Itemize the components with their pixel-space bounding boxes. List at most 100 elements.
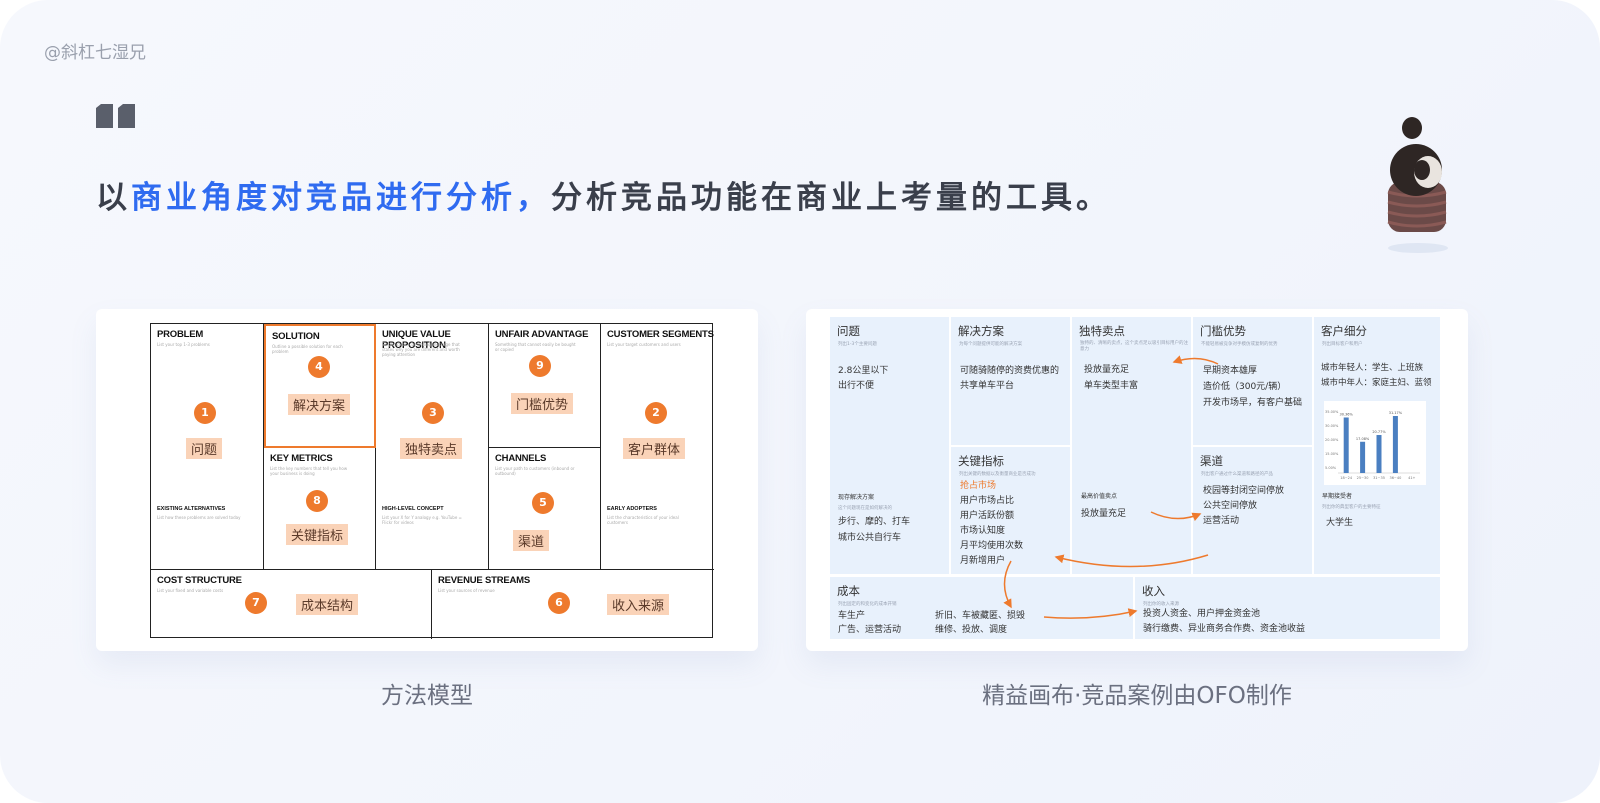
ofo-cell-solution: 解决方案 为每个问题提供可能的解决方案 可随骑随停的资费优惠的 共享单车平台 (951, 317, 1070, 445)
ofo-lean-canvas: 问题 列出1-3个主要问题 2.8公里以下 出行不便 现存解决方案 这个问题现在… (830, 317, 1440, 639)
cell-subtitle: 列出1-3个主要问题 (838, 342, 877, 347)
cell-title: KEY METRICS (270, 453, 333, 464)
cell-tag: 渠道 (513, 530, 550, 551)
ofo-cell-problem: 问题 列出1-3个主要问题 2.8公里以下 出行不便 现存解决方案 这个问题现在… (830, 317, 949, 574)
cell-title: REVENUE STREAMS (438, 575, 531, 586)
x-tick-label: 25~30 (1357, 476, 1369, 480)
cell-title: PROBLEM (157, 329, 204, 340)
cell-line: 投放量充足 (1084, 365, 1130, 375)
cell-alt-sub: 这个问题现在是如何解决的 (838, 506, 892, 511)
cell-line: 折旧、车被藏匿、损毁 (935, 611, 1026, 621)
cell-line: 出行不便 (838, 381, 875, 391)
cell-line: 投资人资金、用户押金资金池 (1143, 609, 1261, 619)
step-number: 6 (548, 592, 570, 614)
cell-line: 用户活跃份额 (960, 511, 1015, 521)
cell-solution: SOLUTION Outline a possible solution for… (264, 324, 376, 448)
cell-problem: PROBLEM List your top 1-3 problems 1 问题 … (151, 324, 264, 570)
step-number: 4 (308, 356, 330, 378)
cell-line: 开发市场早，有客户基础 (1203, 398, 1303, 408)
cell-small-title: EARLY ADOPTERS (607, 506, 657, 512)
cell-small-sub: List how these problems are solved today (157, 515, 241, 520)
bar-label: 30.36% (1340, 412, 1354, 416)
bar-label: 17.08% (1356, 437, 1370, 441)
cell-title: SOLUTION (272, 331, 320, 342)
step-number: 2 (645, 402, 667, 424)
cell-line: 市场认知度 (960, 526, 1006, 536)
step-number: 3 (422, 402, 444, 424)
cell-line: 校园等封闭空间停放 (1203, 486, 1285, 496)
cell-cost-structure: COST STRUCTURE List your fixed and varia… (151, 570, 432, 639)
cell-title: UNIQUE VALUE PROPOSITION (382, 329, 451, 351)
y-tick-label: 15.00% (1325, 452, 1339, 456)
lean-canvas-model-card: PROBLEM List your top 1-3 problems 1 问题 … (96, 309, 758, 651)
cell-line: 步行、摩的、打车 (838, 517, 911, 527)
ofo-cell-customer-segments: 客户细分 列出目标客户和用户 城市年轻人：学生、上班族 城市中年人：家庭主妇、蓝… (1314, 317, 1440, 574)
cell-title: CHANNELS (495, 453, 547, 464)
ofo-cell-unique-value: 独特卖点 独特的、清晰的卖点，这个卖点足以吸引目标用户的注意力 投放量充足 单车… (1072, 317, 1191, 574)
cell-subtitle: List your top 1-3 problems (157, 342, 210, 347)
age-bar-chart: 35.00%30.00%20.00%15.00%5.00%18~2430.36%… (1324, 401, 1426, 485)
quote-mark-icon (96, 104, 135, 128)
x-tick-label: 41+ (1408, 476, 1415, 480)
y-tick-label: 20.00% (1325, 438, 1339, 442)
cell-tag: 收入来源 (607, 594, 670, 615)
ofo-cell-channels: 渠道 列出客户通过什么渠道和路径的产品 校园等封闭空间停放 公共空间停放 运营活… (1193, 447, 1312, 574)
bar (1376, 435, 1382, 473)
cell-subtitle: 列出你的收入来源 (1143, 602, 1179, 607)
cell-line: 维修、投放、调度 (935, 625, 1008, 635)
cell-subtitle: Single, clear, compelling message that s… (382, 342, 460, 357)
cell-tag: 独特卖点 (400, 438, 463, 459)
ofo-cell-revenue: 收入 列出你的收入来源 投资人资金、用户押金资金池 骑行缴费、异业商务合作费、资… (1135, 577, 1440, 639)
cell-line: 公共空间停放 (1203, 501, 1258, 511)
cell-title: CUSTOMER SEGMENTS (607, 329, 714, 340)
step-number: 7 (245, 592, 267, 614)
cell-line: 大学生 (1326, 518, 1354, 528)
cell-title: 成本 (837, 584, 860, 598)
cell-subtitle: 不能轻易被竞争对手模仿或复制的优势 (1201, 342, 1278, 347)
cell-subtitle: 列出客户通过什么渠道和路径的产品 (1201, 472, 1273, 477)
cell-line: 运营活动 (1203, 516, 1240, 526)
headline: 以商业角度对竞品进行分析，分析竞品功能在商业上考量的工具。 (96, 172, 1111, 217)
cell-line: 城市中年人：家庭主妇、蓝领 (1321, 378, 1432, 388)
x-tick-label: 31~35 (1373, 476, 1385, 480)
caption-ofo-case: 精益画布·竞品案例由OFO制作 (982, 683, 1292, 709)
cell-title: 关键指标 (958, 454, 1004, 468)
bar (1360, 441, 1366, 473)
cell-subtitle: List your path to customers (inbound or … (495, 466, 575, 476)
cell-line: 单车类型丰富 (1084, 381, 1139, 391)
cell-tag: 成本结构 (296, 594, 359, 615)
cell-title: 问题 (837, 324, 860, 338)
cell-title: 收入 (1142, 584, 1165, 598)
cell-line: 共享单车平台 (960, 381, 1015, 391)
cell-revenue-streams: REVENUE STREAMS List your sources of rev… (432, 570, 714, 639)
cell-title: UNFAIR ADVANTAGE (495, 329, 589, 340)
y-tick-label: 30.00% (1325, 424, 1339, 428)
cell-line: 城市公共自行车 (838, 533, 902, 543)
cell-early-title: 早期接受者 (1322, 493, 1353, 500)
cell-subtitle: List your fixed and variable costs (157, 588, 224, 593)
cell-line: 月平均使用次数 (960, 541, 1024, 551)
bar-label: 31.17% (1389, 411, 1403, 415)
cell-subtitle: 列出目标客户和用户 (1322, 342, 1363, 347)
cell-channels: CHANNELS List your path to customers (in… (489, 448, 601, 570)
cell-subtitle: Outline a possible solution for each pro… (272, 344, 343, 354)
step-number: 1 (194, 402, 216, 424)
cell-customer-segments: CUSTOMER SEGMENTS List your target custo… (601, 324, 714, 570)
cell-small-title: HIGH-LEVEL CONCEPT (382, 506, 444, 512)
author-watermark: @斜杠七湿兄 (44, 43, 146, 63)
cell-line: 投放量充足 (1081, 509, 1127, 519)
cell-tag: 门槛优势 (511, 393, 574, 414)
cell-concept-title: 最高价值卖点 (1081, 493, 1118, 500)
decorative-figurine (1387, 117, 1448, 253)
cell-title: 解决方案 (958, 324, 1004, 338)
headline-rest: 分析竞品功能在商业上考量的工具。 (551, 180, 1111, 216)
cell-title: 门槛优势 (1200, 324, 1246, 338)
cell-line: 2.8公里以下 (838, 366, 889, 376)
bar (1343, 417, 1349, 473)
cell-tag: 关键指标 (286, 524, 349, 545)
step-number: 5 (532, 492, 554, 514)
cell-small-title: EXISTING ALTERNATIVES (157, 506, 226, 512)
cell-line: 车生产 (838, 611, 866, 621)
cell-subtitle: 列出关键的数据以及衡量商业是否成功 (959, 472, 1036, 477)
